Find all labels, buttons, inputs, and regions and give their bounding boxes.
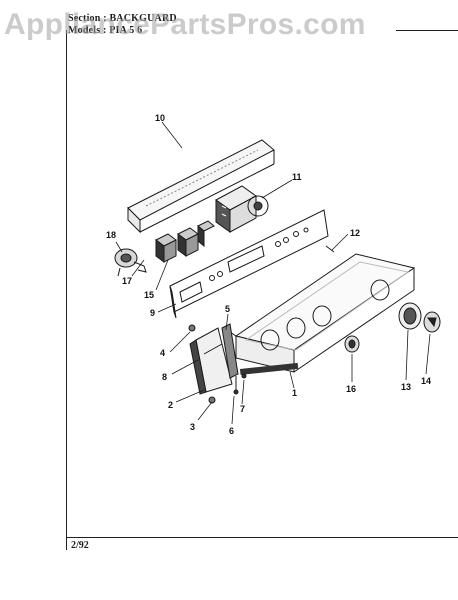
- callout-4: 4: [160, 348, 165, 358]
- callout-labels: 10 11 12 18 17 15 9 5 4 8 2 3 6 7 1 16 1…: [106, 113, 431, 436]
- clock-motor: [114, 248, 147, 277]
- callout-16: 16: [346, 384, 356, 394]
- callout-9: 9: [150, 308, 155, 318]
- callout-11: 11: [292, 172, 302, 182]
- timer-assembly: [215, 185, 269, 233]
- callout-3: 3: [190, 422, 195, 432]
- callout-15: 15: [144, 290, 154, 300]
- control-panel: [169, 209, 329, 319]
- frame-top-rule: [396, 30, 458, 31]
- callout-18: 18: [106, 230, 116, 240]
- callout-2: 2: [168, 400, 173, 410]
- side-trim-and-fasteners: [188, 245, 335, 404]
- control-knobs: [344, 302, 441, 353]
- backguard-top-cover: [127, 139, 275, 234]
- backguard-panel: [229, 253, 416, 375]
- callout-7: 7: [240, 404, 245, 414]
- leader-lines: [115, 121, 431, 425]
- page-number: 2/92: [71, 540, 89, 551]
- callout-17: 17: [122, 276, 132, 286]
- section-title: Section : BACKGUARD: [68, 13, 177, 24]
- callout-10: 10: [155, 113, 165, 123]
- callout-6: 6: [229, 426, 234, 436]
- models-line: Models : PIA 5 6: [68, 25, 143, 36]
- callout-12: 12: [350, 228, 360, 238]
- frame-bottom-rule: [66, 537, 458, 538]
- callout-8: 8: [162, 372, 167, 382]
- callout-13: 13: [401, 382, 411, 392]
- end-cap-bracket: [189, 327, 233, 395]
- callout-1: 1: [292, 388, 297, 398]
- callout-5: 5: [225, 304, 230, 314]
- infinite-switches: [155, 220, 215, 263]
- callout-14: 14: [421, 376, 431, 386]
- frame-left-rule: [66, 30, 67, 550]
